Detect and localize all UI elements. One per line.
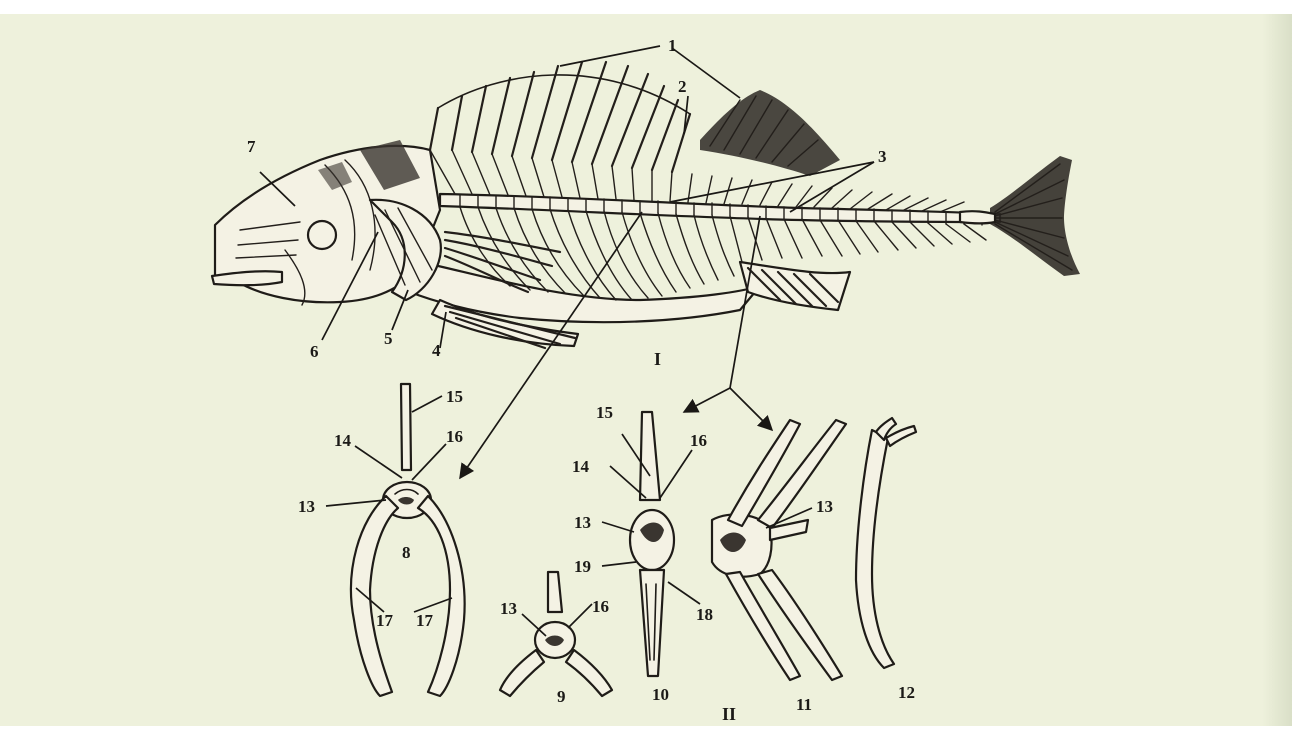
label-10: 10: [652, 685, 669, 704]
label-5: 5: [384, 329, 393, 348]
label-16-v9: 16: [592, 597, 609, 616]
label-9: 9: [557, 687, 566, 706]
label-16-v10: 16: [690, 431, 707, 450]
label-6: 6: [310, 342, 319, 361]
label-8: 8: [402, 543, 411, 562]
page-edge-shadow: [1262, 14, 1292, 726]
label-13-v11: 13: [816, 497, 833, 516]
label-12: 12: [898, 683, 915, 702]
label-13-v10: 13: [574, 513, 591, 532]
section-label-2: II: [722, 704, 736, 724]
label-15-v8: 15: [446, 387, 463, 406]
label-11: 11: [796, 695, 812, 714]
paper-background: [0, 14, 1285, 726]
label-2: 2: [678, 77, 687, 96]
label-15-v10: 15: [596, 403, 613, 422]
label-16-v8: 16: [446, 427, 463, 446]
label-13-v8: 13: [298, 497, 315, 516]
label-14-v10: 14: [572, 457, 590, 476]
label-1: 1: [668, 36, 677, 55]
label-19: 19: [574, 557, 591, 576]
label-18: 18: [696, 605, 713, 624]
label-13-v9: 13: [500, 599, 517, 618]
label-4: 4: [432, 341, 441, 360]
label-7: 7: [247, 137, 256, 156]
label-3: 3: [878, 147, 887, 166]
section-label-1: I: [654, 349, 661, 369]
label-17-right: 17: [416, 611, 434, 630]
label-17-left: 17: [376, 611, 394, 630]
label-14-v8: 14: [334, 431, 352, 450]
